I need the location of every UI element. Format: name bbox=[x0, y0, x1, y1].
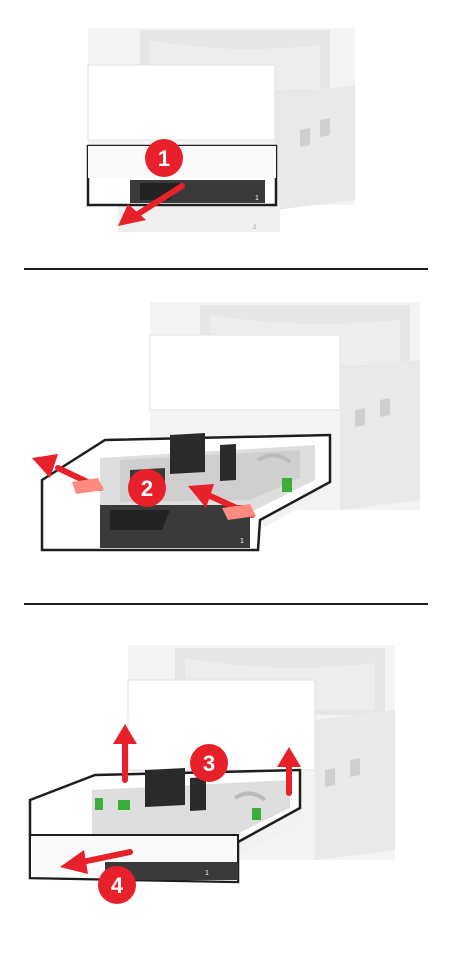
step-3-panel: 1 3 4 bbox=[0, 630, 450, 960]
lift-arrow-left-icon bbox=[113, 724, 137, 783]
tray-number: 1 bbox=[205, 870, 209, 877]
step-2-illustration: 1 2 bbox=[32, 302, 420, 552]
step-3-illustration: 1 3 4 bbox=[28, 645, 395, 904]
divider-1 bbox=[24, 268, 428, 270]
squeeze-arrow-right-icon bbox=[188, 484, 256, 520]
step-1-illustration: 2 1 1 bbox=[86, 28, 355, 232]
squeeze-arrow-left-icon bbox=[32, 454, 104, 494]
svg-text:1: 1 bbox=[158, 146, 170, 171]
tray-number: 1 bbox=[240, 538, 244, 545]
step-4-badge: 4 bbox=[98, 866, 136, 904]
step-1-badge: 1 bbox=[145, 139, 183, 177]
svg-text:2: 2 bbox=[141, 476, 153, 501]
step-1-panel: 2 1 1 bbox=[0, 0, 450, 262]
divider-2 bbox=[24, 603, 428, 605]
svg-text:3: 3 bbox=[203, 751, 215, 776]
step-2-panel: 1 2 bbox=[0, 290, 450, 590]
tray-number: 1 bbox=[255, 195, 259, 202]
lift-arrow-right-icon bbox=[277, 747, 301, 796]
step-3-badge: 3 bbox=[190, 744, 228, 782]
pull-out-arrow-icon bbox=[60, 849, 133, 874]
svg-text:4: 4 bbox=[111, 873, 124, 898]
lower-tray-number: 2 bbox=[253, 225, 257, 231]
pull-arrow-icon bbox=[118, 183, 185, 226]
step-2-badge: 2 bbox=[128, 469, 166, 507]
